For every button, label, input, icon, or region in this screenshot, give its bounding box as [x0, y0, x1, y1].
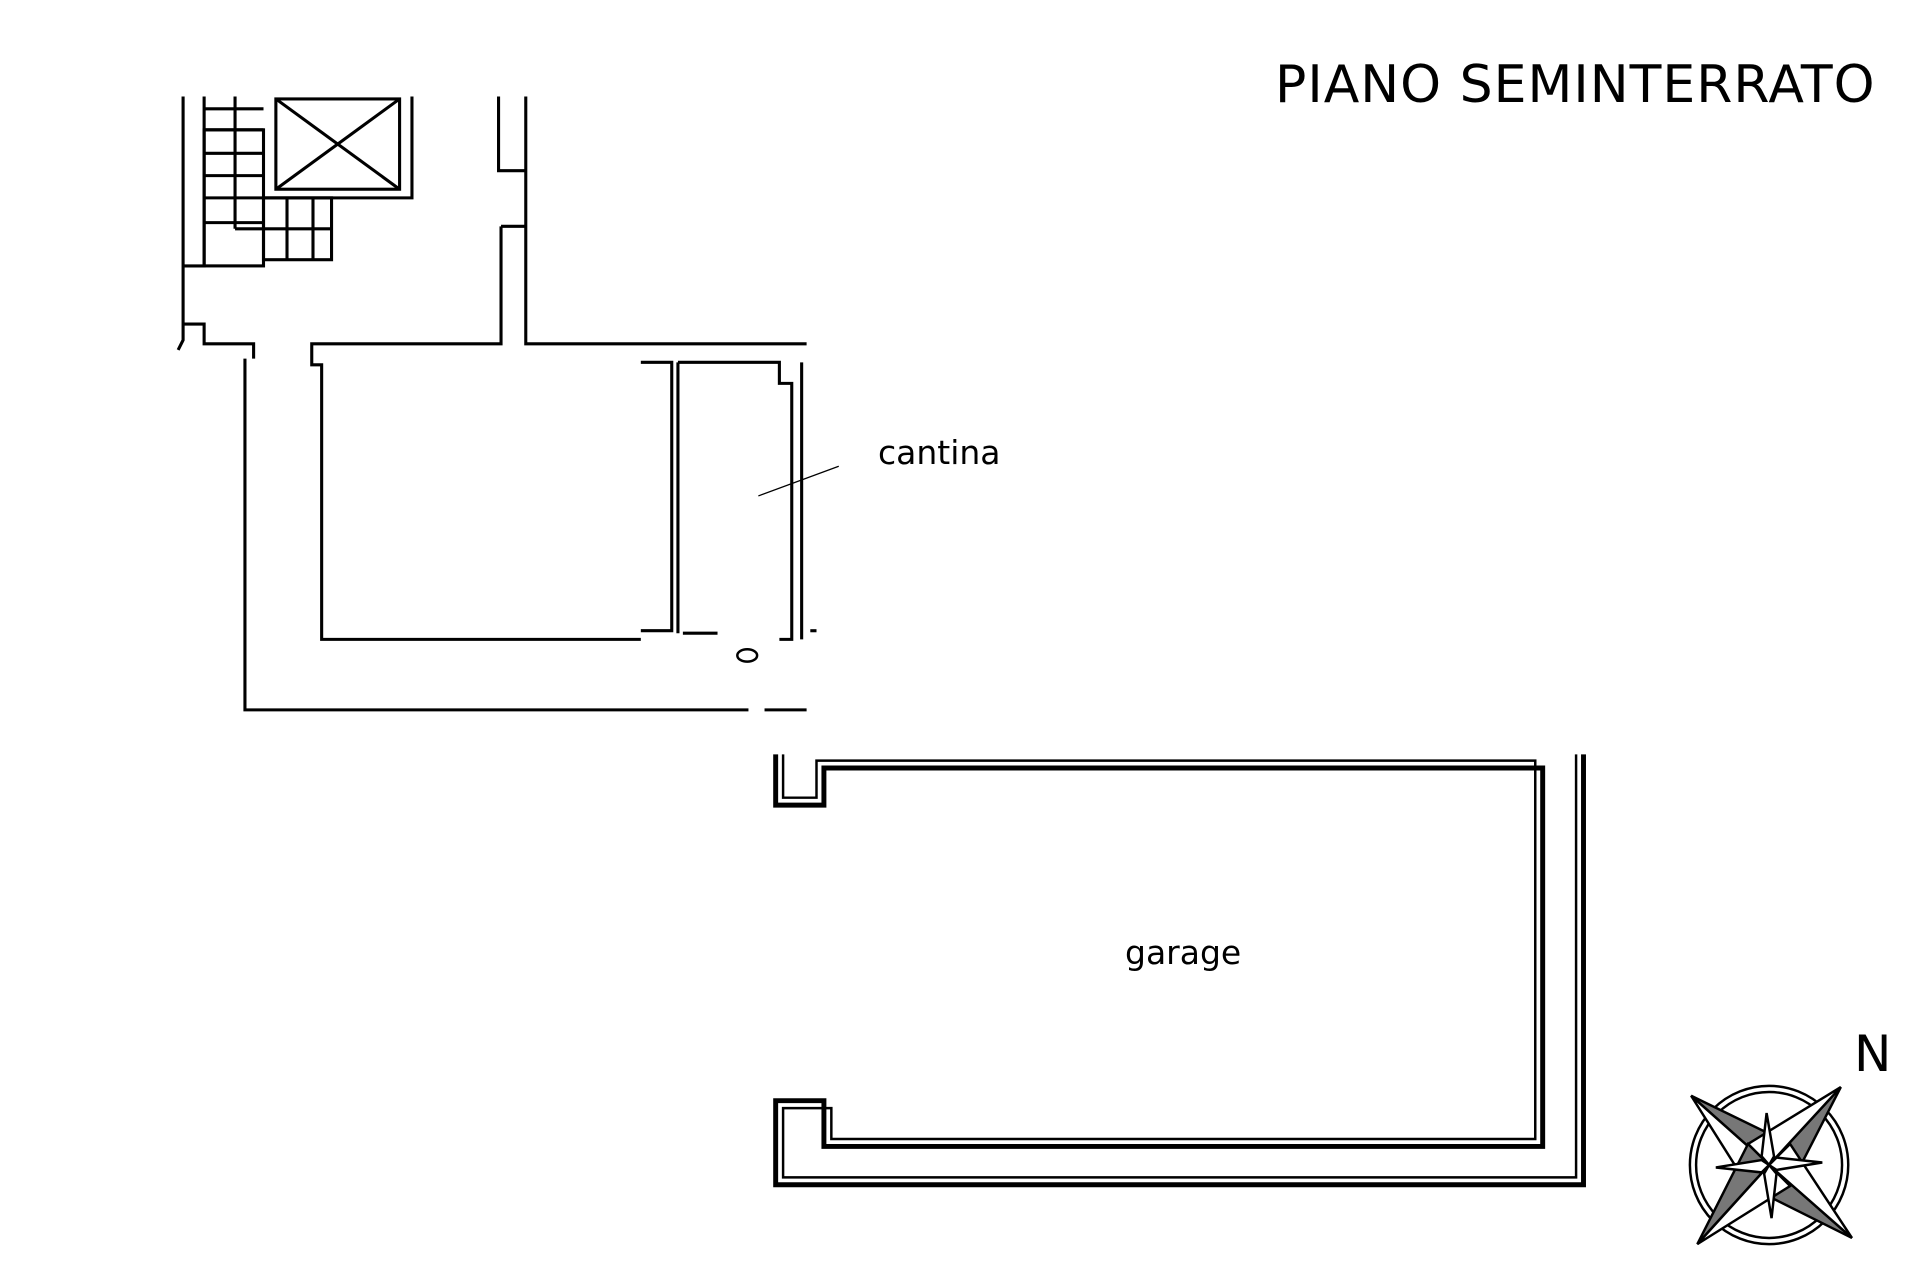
- room-label-cantina: cantina: [878, 433, 1001, 472]
- staircase: [176, 96, 414, 359]
- compass-rose-icon: [1688, 1084, 1853, 1246]
- cantina-walls: [243, 96, 839, 712]
- garage-walls: [773, 754, 1586, 1188]
- page-title: PIANO SEMINTERRATO: [1275, 55, 1876, 115]
- north-label: N: [1854, 1025, 1892, 1083]
- room-label-garage: garage: [1125, 933, 1242, 972]
